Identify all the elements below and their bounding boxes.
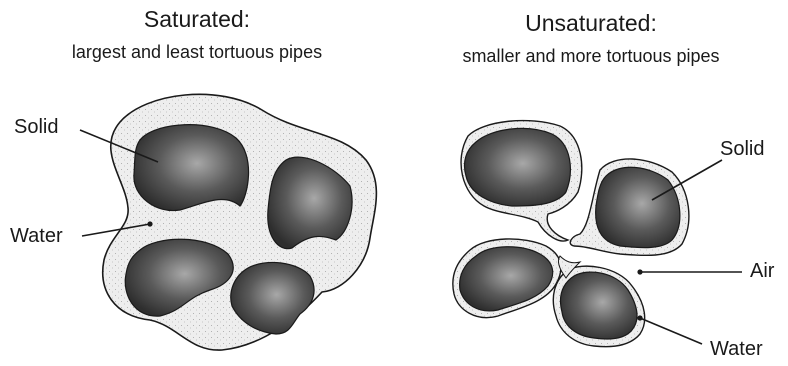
unsaturated-water-leader bbox=[640, 318, 702, 344]
unsaturated-air-leader-dot bbox=[637, 269, 642, 274]
unsaturated-grain-top-right bbox=[596, 167, 680, 247]
unsaturated-grain-top-left bbox=[464, 128, 570, 206]
unsaturated-water-leader-dot bbox=[637, 315, 642, 320]
saturated-water-leader-dot bbox=[147, 221, 152, 226]
saturated-grain-top-left bbox=[134, 125, 249, 211]
